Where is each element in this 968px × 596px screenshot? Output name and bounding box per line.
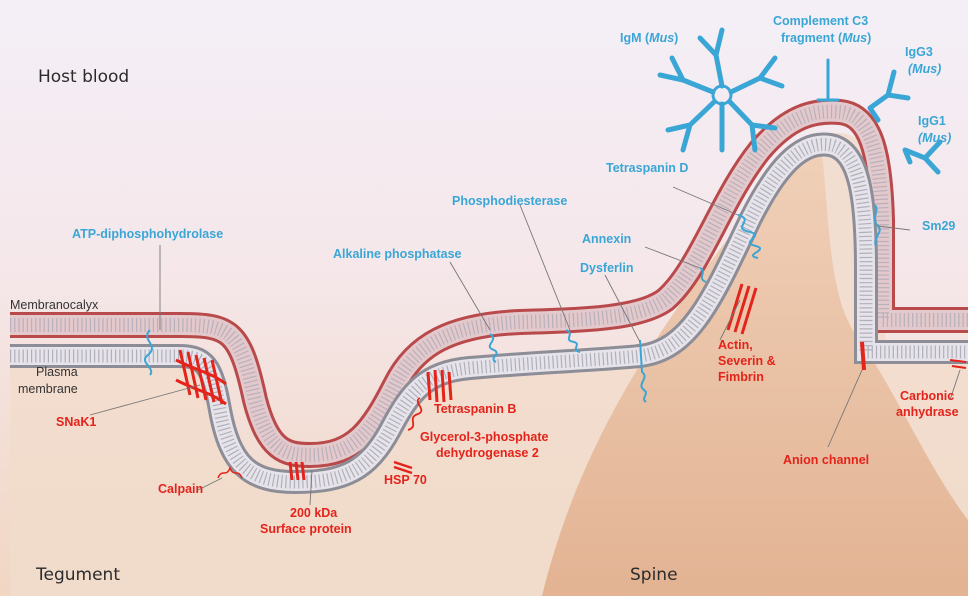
g3pdh2-label-line1: Glycerol-3-phosphate bbox=[420, 430, 549, 444]
200kda-label-line1: 200 kDa bbox=[290, 506, 338, 520]
alkaline-phosphatase-label: Alkaline phosphatase bbox=[333, 247, 462, 261]
phosphodiesterase-label: Phosphodiesterase bbox=[452, 194, 567, 208]
igg1-label-line2: (Mus) bbox=[918, 131, 951, 145]
spine-label: Spine bbox=[630, 565, 678, 585]
carbonic-anhydrase-label-line2: anhydrase bbox=[896, 405, 959, 419]
tetraspanin-d-label: Tetraspanin D bbox=[606, 161, 688, 175]
igg3-label-line2: (Mus) bbox=[908, 62, 941, 76]
actin-label-line1: Actin, bbox=[718, 338, 753, 352]
actin-label-line3: Fimbrin bbox=[718, 370, 764, 384]
atp-diphosphohydrolase-label: ATP-diphosphohydrolase bbox=[72, 227, 223, 241]
plasma-label: Plasma bbox=[36, 365, 78, 379]
membranocalyx-label: Membranocalyx bbox=[10, 298, 99, 312]
complement-c3-label-line2: fragment (Mus) bbox=[781, 31, 871, 45]
host-blood-label: Host blood bbox=[38, 67, 129, 87]
tegument-label: Tegument bbox=[35, 565, 120, 585]
calpain-label: Calpain bbox=[158, 482, 203, 496]
igg3-label-line1: IgG3 bbox=[905, 45, 933, 59]
annexin-label: Annexin bbox=[582, 232, 631, 246]
carbonic-anhydrase-label-line1: Carbonic bbox=[900, 389, 954, 403]
dysferlin-label: Dysferlin bbox=[580, 261, 634, 275]
igg1-label-line1: IgG1 bbox=[918, 114, 946, 128]
igm-label: IgM (Mus) bbox=[620, 31, 678, 45]
g3pdh2-label-line2: dehydrogenase 2 bbox=[436, 446, 539, 460]
membrane-label: membrane bbox=[18, 382, 78, 396]
anion-channel-label: Anion channel bbox=[783, 453, 869, 467]
actin-label-line2: Severin & bbox=[718, 354, 776, 368]
anion-channel-protein-icon bbox=[862, 342, 864, 370]
sm29-label: Sm29 bbox=[922, 219, 955, 233]
snak1-label: SNaK1 bbox=[56, 415, 96, 429]
tetraspanin-b-label: Tetraspanin B bbox=[434, 402, 516, 416]
hsp70-label: HSP 70 bbox=[384, 473, 427, 487]
complement-c3-label-line1: Complement C3 bbox=[773, 14, 868, 28]
200kda-label-line2: Surface protein bbox=[260, 522, 352, 536]
